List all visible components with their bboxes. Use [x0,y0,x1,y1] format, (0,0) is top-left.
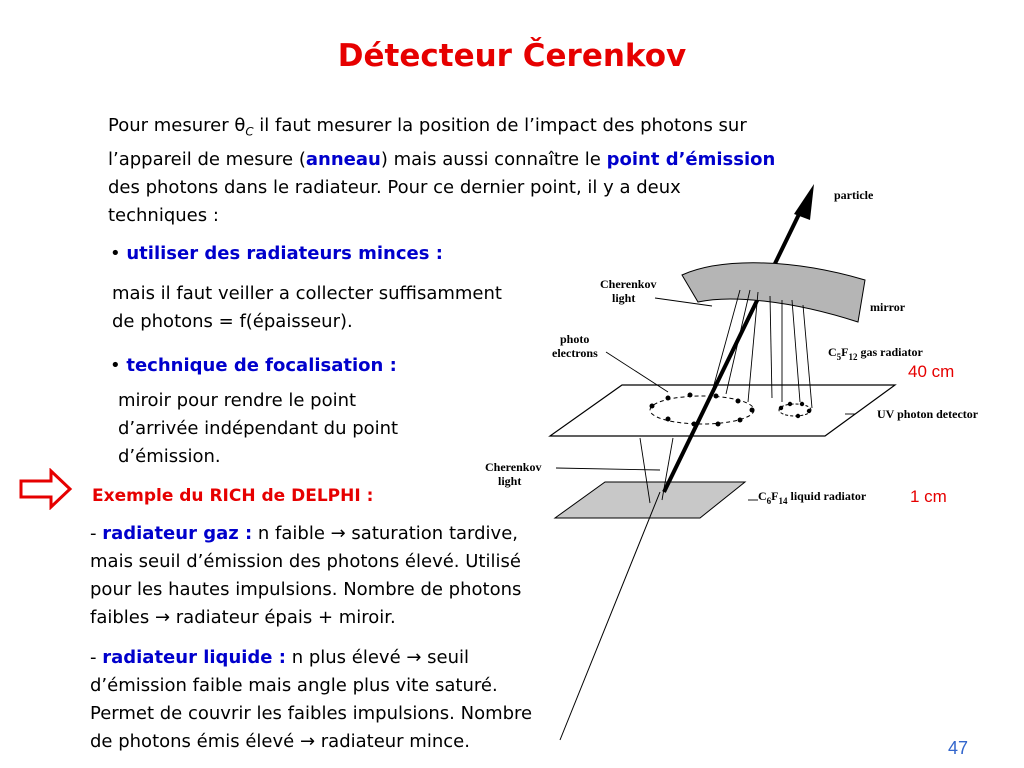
particle-arrowhead [794,184,814,220]
example-heading: Exemple du RICH de DELPHI : [92,486,374,506]
label-photo-2: electrons [552,346,598,360]
bullet-dot: • [110,243,121,264]
gas-text: n faible → saturation tardive, [252,523,518,544]
gas-line-3: pour les hautes impulsions. Nombre de ph… [90,579,522,600]
liquid-line-1: - radiateur liquide : n plus élevé → seu… [90,644,630,672]
mirror-shape [681,262,866,323]
bullet-dot: • [110,355,121,376]
uv-detector-plate [548,384,897,437]
page-number: 47 [947,738,968,758]
gas-line-1: - radiateur gaz : n faible → saturation … [90,520,630,548]
liquid-radiator-paragraph: - radiateur liquide : n plus élevé → seu… [90,644,630,756]
theta-symbol: θ [234,115,246,136]
bullet-2-line: miroir pour rendre le point [118,390,357,411]
bullet-2-line: d’arrivée indépendant du point [118,418,399,439]
bullet-2-line: d’émission. [118,446,221,467]
label-gas-radiator: C5F12 gas radiator [828,345,924,362]
intro-line-4: techniques : [108,204,219,226]
liquid-line-3: Permet de couvrir les faibles impulsions… [90,703,533,724]
label-particle: particle [834,188,874,202]
intro-paragraph: Pour mesurer θC il faut mesurer la posit… [108,112,888,230]
label-cherenkov-bot-2: light [498,474,521,488]
keyword-anneau: anneau [305,148,381,170]
keyword-point-emission: point d’émission [606,148,776,170]
liquid-radiator-plate [553,481,747,519]
page-title: Détecteur Čerenkov [337,38,687,74]
intro-text: Pour mesurer [108,115,235,136]
particle-track-lower [559,491,661,741]
intro-text: ) mais aussi connaître le [380,148,607,170]
label-liquid-radiator: C6F14 liquid radiator [758,489,867,506]
label-cherenkov-top-1: Cherenkov [600,277,656,291]
theta-subscript: C [245,124,254,139]
bullet-1-line: mais il faut veiller a collecter suffisa… [112,283,502,304]
bullet-2-title: technique de focalisation : [126,355,397,376]
photon-ring-small [778,403,812,417]
gas-label: radiateur gaz : [102,523,253,544]
label-uv-detector: UV photon detector [877,407,979,421]
gas-line-2: mais seuil d’émission des photons élevé.… [90,551,521,572]
intro-line-3: des photons dans le radiateur. Pour ce d… [108,176,681,198]
bullet-1-line: de photons = f(épaisseur). [112,311,353,332]
hollow-right-arrow-icon [19,468,73,510]
bullet-1-body: mais il faut veiller a collecter suffisa… [112,280,502,336]
label-cherenkov-bot-1: Cherenkov [485,460,541,474]
photo-electron-dots [649,392,812,427]
liquid-label: radiateur liquide : [102,647,286,668]
liquid-text: n plus élevé → seuil [285,647,470,668]
dash: - [90,523,103,544]
label-gas-size: 40 cm [908,362,954,381]
gas-cherenkov-lines [711,289,813,409]
label-cherenkov-top-2: light [612,291,635,305]
gas-radiator-paragraph: - radiateur gaz : n faible → saturation … [90,520,630,632]
intro-line-2: l’appareil de mesure (anneau) mais aussi… [108,146,888,174]
cherenkov-line [639,437,651,504]
label-mirror: mirror [870,300,906,314]
intro-text: il faut mesurer la position de l’impact … [253,115,747,136]
label-liquid-size: 1 cm [910,487,947,506]
gas-line-4: faibles → radiateur épais + miroir. [90,607,396,628]
bullet-1: • utiliser des radiateurs minces : [110,240,443,268]
intro-line-1: Pour mesurer θC il faut mesurer la posit… [108,112,888,146]
bullet-2: • technique de focalisation : [110,352,397,380]
bullet-2-body: miroir pour rendre le point d’arrivée in… [118,387,398,471]
rich-detector-diagram: particle Cherenkov light mirror photo el… [485,184,979,741]
label-photo-1: photo [560,332,589,346]
bullet-1-title: utiliser des radiateurs minces : [126,243,443,264]
liquid-line-2: d’émission faible mais angle plus vite s… [90,675,498,696]
liquid-line-4: de photons émis élevé → radiateur mince. [90,731,470,752]
dash: - [90,647,103,668]
particle-track-main [662,207,804,493]
intro-text: l’appareil de mesure ( [108,148,306,170]
